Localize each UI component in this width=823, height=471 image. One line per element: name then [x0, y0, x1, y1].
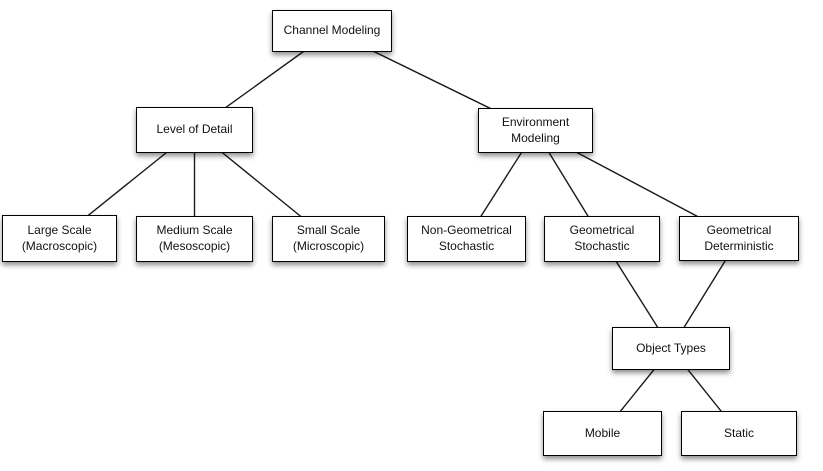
node-label: Modeling [511, 130, 560, 145]
node-label: Deterministic [704, 238, 774, 253]
node-label: Small Scale [296, 223, 361, 238]
node-label: Environment [501, 114, 570, 129]
node-mobile: Mobile [543, 411, 662, 456]
node-medium-scale: Medium Scale(Mesoscopic) [136, 216, 253, 262]
node-label: (Microscopic) [292, 239, 365, 253]
node-label: (Mesoscopic) [158, 239, 231, 253]
node-label: (Macroscopic) [21, 238, 98, 253]
node-label: Non-Geometrical [421, 223, 512, 238]
node-static: Static [681, 411, 797, 456]
node-label: Mobile [584, 425, 621, 440]
node-label: Large Scale [27, 222, 92, 237]
node-level-of-detail: Level of Detail [136, 107, 253, 153]
node-label: Object Types [636, 340, 706, 355]
node-label: Stochastic [438, 239, 495, 253]
node-label: Level of Detail [156, 122, 233, 137]
node-object-types: Object Types [612, 327, 730, 370]
node-channel-modeling: Channel Modeling [272, 10, 392, 52]
node-small-scale: Small Scale(Microscopic) [272, 216, 385, 262]
node-label: Static [723, 425, 754, 440]
node-label: Stochastic [574, 239, 630, 253]
node-label: Channel Modeling [283, 23, 381, 38]
node-label: Geometrical [569, 223, 635, 238]
node-label: Geometrical [706, 222, 772, 237]
node-label: Medium Scale [156, 223, 233, 238]
node-large-scale: Large Scale(Macroscopic) [2, 215, 117, 262]
